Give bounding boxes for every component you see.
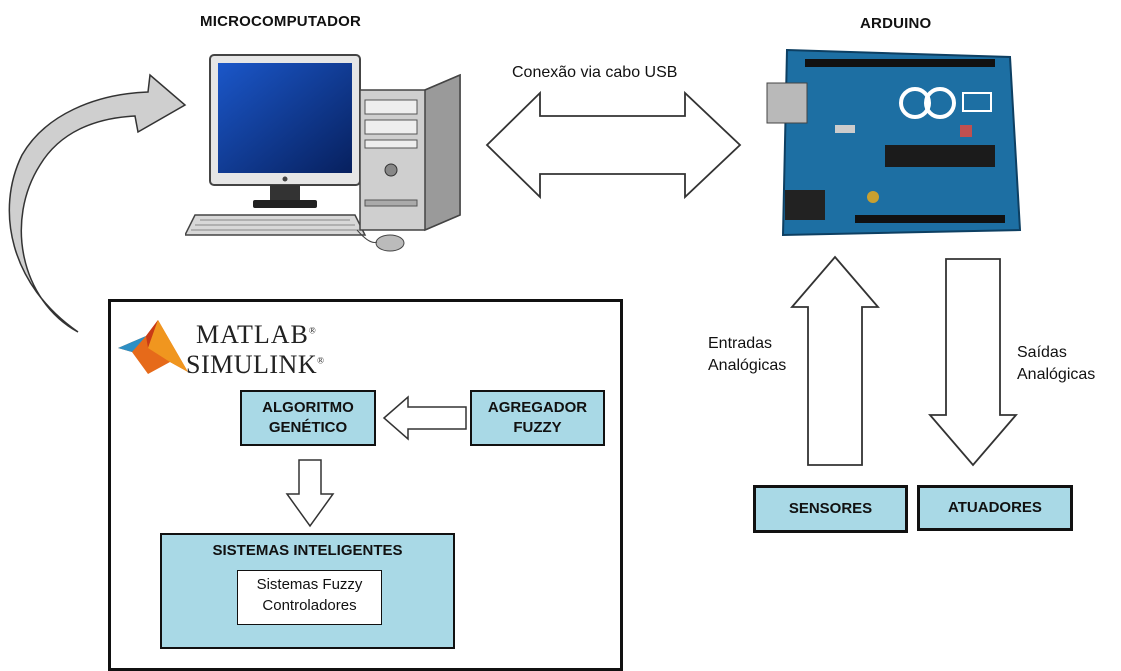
genetic-algorithm-box: ALGORITMO GENÉTICO (240, 390, 376, 446)
genetic-algorithm-line2: GENÉTICO (268, 419, 348, 436)
matlab-registered-mark: ® (308, 325, 317, 336)
controllers-item: Controladores (262, 597, 357, 614)
sensors-box: SENSORES (753, 485, 908, 533)
analog-outputs-arrow (928, 258, 1018, 467)
simulink-logo-text: SIMULINK® (186, 350, 324, 380)
curved-arrow-to-computer (8, 73, 187, 333)
intelligent-systems-title: SISTEMAS INTELIGENTES (212, 542, 403, 559)
matlab-wordmark: MATLAB (196, 320, 309, 349)
usb-connection-label: Conexão via cabo USB (512, 64, 678, 81)
aggregator-to-algorithm-arrow (382, 395, 467, 441)
simulink-registered-mark: ® (317, 355, 325, 366)
analog-inputs-arrow (790, 255, 880, 466)
matlab-logo-text: MATLAB® (196, 320, 317, 350)
desktop-computer-icon (185, 54, 461, 252)
actuators-box: ATUADORES (917, 485, 1073, 531)
analog-outputs-label: Saídas Analógicas (1017, 342, 1095, 386)
analog-inputs-label: Entradas Analógicas (708, 333, 786, 377)
arduino-board-icon (766, 48, 1022, 237)
genetic-algorithm-line1: ALGORITMO (262, 399, 354, 416)
algorithm-to-systems-arrow (285, 459, 335, 528)
analog-inputs-line1: Entradas (708, 335, 773, 352)
analog-outputs-line1: Saídas (1017, 344, 1067, 361)
fuzzy-systems-item: Sistemas Fuzzy (256, 576, 363, 593)
analog-inputs-line2: Analógicas (708, 357, 787, 374)
fuzzy-aggregator-box: AGREGADOR FUZZY (470, 390, 605, 446)
intelligent-systems-list: Sistemas Fuzzy Controladores (237, 570, 382, 625)
usb-double-arrow (485, 90, 742, 200)
microcomputer-title: MICROCOMPUTADOR (200, 13, 362, 30)
simulink-wordmark: SIMULINK (186, 350, 318, 379)
fuzzy-aggregator-line1: AGREGADOR (487, 399, 588, 416)
fuzzy-aggregator-line2: FUZZY (513, 419, 562, 436)
analog-outputs-line2: Analógicas (1017, 366, 1096, 383)
matlab-logo-icon (118, 320, 188, 374)
arduino-title: ARDUINO (860, 15, 932, 32)
